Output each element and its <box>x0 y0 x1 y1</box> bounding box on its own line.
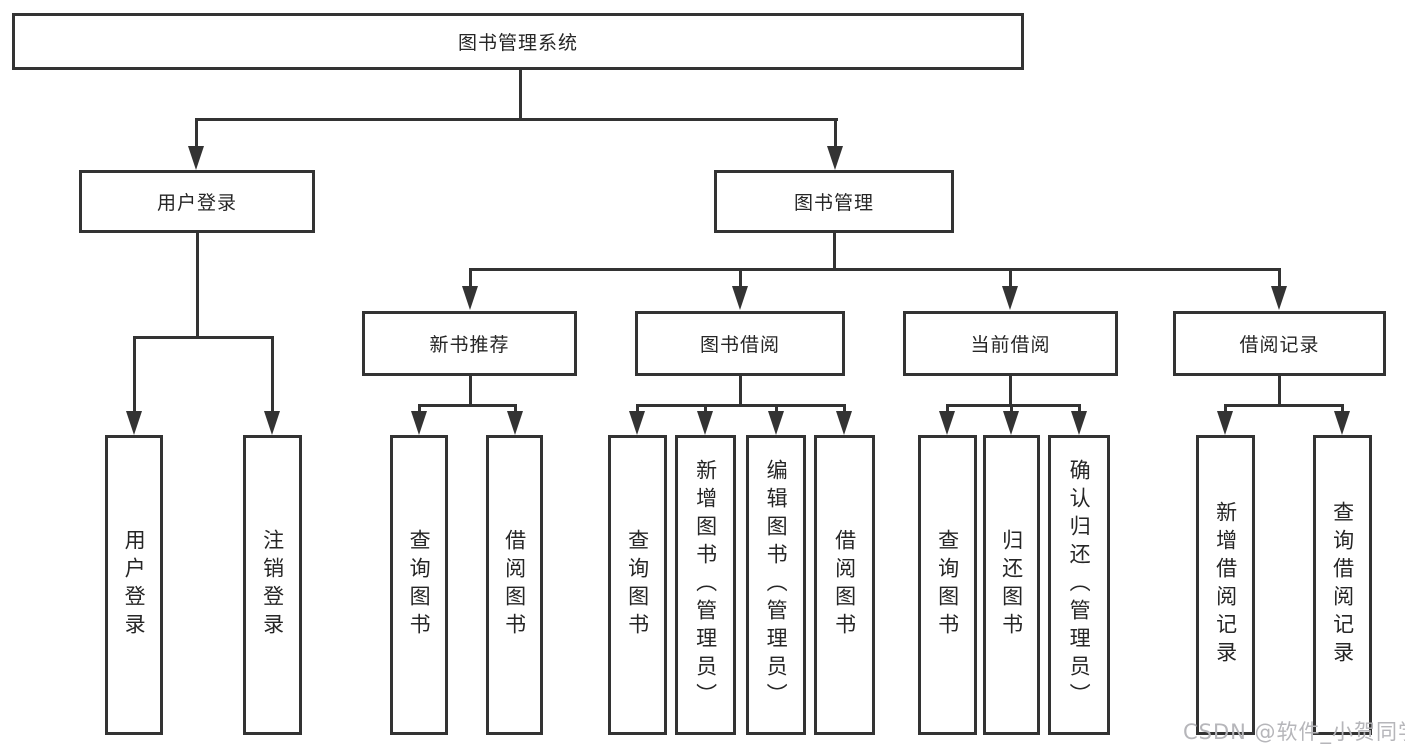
node-current-borrowing: 当前借阅 <box>903 311 1118 376</box>
connector-mgmt-bar <box>469 268 1281 271</box>
node-book-management: 图书管理 <box>714 170 954 233</box>
node-leaf-user-login: 用户登录 <box>105 435 163 735</box>
connector-drop-leaf <box>271 336 274 413</box>
connector-drop-leaf <box>1078 404 1081 413</box>
node-label: 图书借阅 <box>699 334 780 356</box>
connector-group-stem <box>1278 376 1281 404</box>
arrow-down-icon <box>1003 411 1019 435</box>
node-label: 借阅图书 <box>502 529 527 641</box>
connector-drop-leaf <box>418 404 421 413</box>
node-label: 图书管理 <box>793 192 874 214</box>
node-label: 查询图书 <box>407 529 432 641</box>
node-label: 借阅记录 <box>1239 334 1320 356</box>
node-label: 查询图书 <box>625 529 650 641</box>
arrow-down-icon <box>1271 286 1287 310</box>
node-label: 用户登录 <box>156 192 237 214</box>
arrow-down-icon <box>1334 411 1350 435</box>
node-book-borrowing: 图书借阅 <box>635 311 845 376</box>
connector-drop-leaf <box>1224 404 1227 413</box>
connector-root-bar <box>195 118 838 121</box>
connector-group-bar <box>418 404 517 407</box>
node-library-system: 图书管理系统 <box>12 13 1024 70</box>
arrow-down-icon <box>411 411 427 435</box>
node-user-login: 用户登录 <box>79 170 315 233</box>
arrow-down-icon <box>697 411 713 435</box>
node-label: 当前借阅 <box>970 334 1051 356</box>
node-label: 归还图书 <box>999 529 1024 641</box>
node-leaf-query-borrow-record: 查询借阅记录 <box>1313 435 1372 735</box>
node-label: 用户登录 <box>122 529 147 641</box>
connector-user-bar <box>133 336 274 339</box>
node-label: 新增借阅记录 <box>1213 501 1238 669</box>
connector-group-stem <box>739 376 742 404</box>
connector-group-stem <box>1009 376 1012 404</box>
connector-drop-book-management <box>834 118 837 148</box>
connector-drop-leaf <box>946 404 949 413</box>
connector-user-stem <box>196 233 199 336</box>
arrow-down-icon <box>629 411 645 435</box>
arrow-down-icon <box>836 411 852 435</box>
arrow-down-icon <box>827 146 843 170</box>
connector-drop-leaf <box>514 404 517 413</box>
arrow-down-icon <box>1071 411 1087 435</box>
arrow-down-icon <box>732 286 748 310</box>
node-label: 注销登录 <box>260 529 285 641</box>
connector-group-bar <box>1224 404 1344 407</box>
node-label: 新增图书（管理员） <box>693 459 718 711</box>
connector-drop-leaf <box>1341 404 1344 413</box>
arrow-down-icon <box>264 411 280 435</box>
node-leaf-borrow-books-a: 借阅图书 <box>486 435 543 735</box>
node-borrowing-records: 借阅记录 <box>1173 311 1386 376</box>
node-leaf-query-books-c: 查询图书 <box>918 435 977 735</box>
node-leaf-logout: 注销登录 <box>243 435 302 735</box>
node-leaf-query-books-b: 查询图书 <box>608 435 667 735</box>
node-label: 图书管理系统 <box>457 32 578 54</box>
connector-group-bar <box>946 404 1081 407</box>
connector-drop-user-login <box>195 118 198 148</box>
arrow-down-icon <box>188 146 204 170</box>
node-label: 查询借阅记录 <box>1330 501 1355 669</box>
node-label: 确认归还（管理员） <box>1067 459 1092 711</box>
arrow-down-icon <box>462 286 478 310</box>
node-leaf-borrow-books-b: 借阅图书 <box>814 435 875 735</box>
connector-drop-lvl3 <box>469 268 472 288</box>
node-label: 编辑图书（管理员） <box>764 459 789 711</box>
arrow-down-icon <box>126 411 142 435</box>
connector-group-bar <box>636 404 846 407</box>
connector-drop-lvl3 <box>739 268 742 288</box>
node-leaf-confirm-return-admin: 确认归还（管理员） <box>1048 435 1110 735</box>
connector-drop-leaf <box>1010 404 1013 413</box>
node-leaf-return-books: 归还图书 <box>983 435 1040 735</box>
arrow-down-icon <box>507 411 523 435</box>
arrow-down-icon <box>768 411 784 435</box>
connector-drop-leaf <box>636 404 639 413</box>
node-leaf-query-books-a: 查询图书 <box>390 435 448 735</box>
connector-group-stem <box>469 376 472 404</box>
watermark-text: CSDN @软件_小贺同学 <box>1183 720 1405 744</box>
node-label: 借阅图书 <box>832 529 857 641</box>
arrow-down-icon <box>1002 286 1018 310</box>
node-leaf-add-books-admin: 新增图书（管理员） <box>675 435 736 735</box>
node-label: 新书推荐 <box>429 334 510 356</box>
connector-drop-leaf <box>843 404 846 413</box>
arrow-down-icon <box>939 411 955 435</box>
node-leaf-add-borrow-record: 新增借阅记录 <box>1196 435 1255 735</box>
arrow-down-icon <box>1217 411 1233 435</box>
connector-drop-leaf <box>775 404 778 413</box>
node-label: 查询图书 <box>935 529 960 641</box>
connector-drop-lvl3 <box>1278 268 1281 288</box>
connector-mgmt-stem <box>833 233 836 268</box>
connector-root-stem <box>519 70 522 118</box>
connector-drop-lvl3 <box>1009 268 1012 288</box>
connector-drop-leaf <box>704 404 707 413</box>
node-leaf-edit-books-admin: 编辑图书（管理员） <box>746 435 806 735</box>
node-new-book-recommend: 新书推荐 <box>362 311 577 376</box>
connector-drop-leaf <box>133 336 136 413</box>
